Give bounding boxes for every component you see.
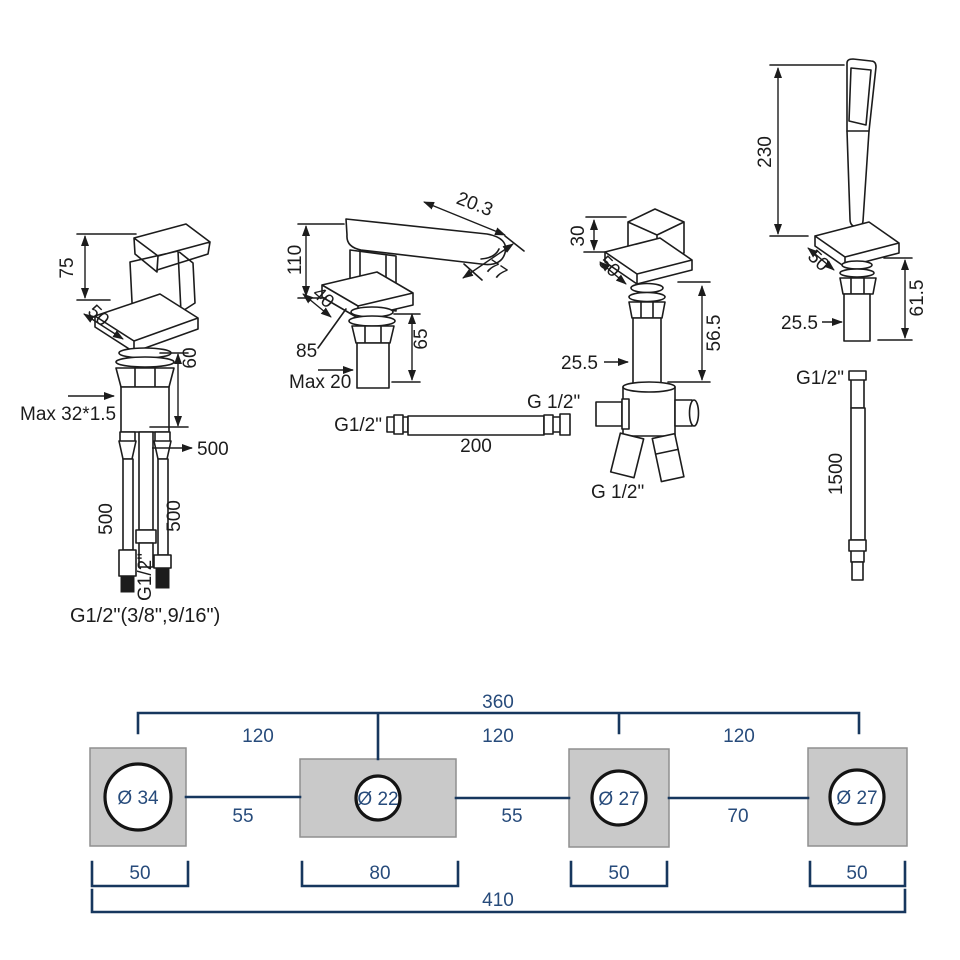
spout-locknut [351, 325, 395, 344]
valve-shank-label: 60 [180, 347, 201, 368]
diverter-shank-dia-label: 25.5 [561, 353, 598, 374]
handshower-height-label: 230 [755, 136, 776, 168]
diverter-dimension-lines [583, 216, 711, 383]
mount-hole-1 [103, 762, 173, 832]
hole-diameter-label-3: Ø 27 [598, 789, 639, 810]
diverter-outlet-conn-label: G 1/2" [591, 482, 644, 503]
valve-drawing: 75 50 60 Max 32*1.5 500 500 G1/2" 500 G1… [20, 223, 229, 627]
base-width-label-3: 50 [608, 863, 629, 884]
layout-gap-label-2: 55 [501, 806, 522, 827]
layout-gap-label-1: 55 [232, 806, 253, 827]
diverter-outlet-threaded [609, 432, 645, 479]
handshower-dimension-lines [769, 64, 913, 341]
valve-hose-mid-conn-label: G1/2" [135, 553, 156, 601]
layout-overall-label: 410 [482, 890, 514, 911]
layout-gap-label-3: 70 [727, 806, 748, 827]
valve-connections-note: G1/2"(3/8",9/16") [70, 605, 220, 627]
diverter-drawing: 30 50 56.5 25.5 G 1/2" [561, 208, 725, 503]
diverter-inlet-port [595, 401, 623, 427]
base-width-label-2: 80 [369, 863, 390, 884]
hole-diameter-label-1: Ø 34 [117, 788, 159, 809]
diverter-locknut [628, 301, 666, 319]
spout-height-label: 110 [285, 245, 306, 275]
diverter-outlet-plain [651, 432, 685, 483]
spout-threaded-shank [356, 342, 390, 389]
mount-hole-2 [354, 774, 402, 822]
layout-overall-bracket [90, 888, 907, 914]
valve-locknut [115, 367, 175, 388]
handshower-hose-conn-label: G1/2" [796, 368, 844, 389]
handshower-shank-dia-label: 25.5 [781, 313, 818, 334]
spout-dimension-lines [297, 201, 525, 383]
handshower-hose [848, 370, 867, 581]
mount-hole-3 [590, 769, 648, 827]
valve-dimension-lines [68, 233, 193, 452]
hole-diameter-label-4: Ø 27 [836, 788, 877, 809]
diverter-knob-height-label: 30 [568, 225, 589, 246]
layout-spacing-label-2: 120 [482, 726, 514, 747]
layout-base-width-brackets [90, 860, 907, 888]
base-width-label-4: 50 [846, 863, 867, 884]
mounting-layout-diagram: 360 120 120 120 55 55 70 Ø 34 Ø 22 Ø 27 … [89, 692, 908, 914]
handshower-drawing: 230 50 61.5 25.5 G1/2" 1500 [755, 58, 928, 581]
layout-gap-lines [184, 795, 810, 800]
handshower-threaded-shank [843, 293, 871, 342]
valve-hose-left-length-label: 500 [96, 503, 117, 535]
base-width-label-1: 50 [129, 863, 150, 884]
handshower-hose-length-label: 1500 [826, 453, 847, 495]
spout-hose-conn-right-label: G 1/2" [527, 392, 580, 413]
layout-spacing-label-3: 120 [723, 726, 755, 747]
valve-threaded-shank [120, 386, 170, 433]
layout-spacing-label-1: 120 [242, 726, 274, 747]
spout-hose-conn-left-label: G1/2" [334, 415, 382, 436]
handshower-spray-face [848, 67, 872, 126]
spout-shank-label: 65 [411, 328, 432, 349]
hole-diameter-label-2: Ø 22 [357, 789, 398, 810]
valve-max-thread-note: Max 32*1.5 [20, 404, 116, 425]
spout-connector-hose [386, 413, 571, 436]
valve-hose-length-leader-label: 500 [197, 439, 229, 460]
spout-drawing: 110 20.3 77 40 85 65 Max 20 G1/2" G 1/2"… [285, 188, 580, 457]
valve-hose-right-length-label: 500 [164, 500, 185, 532]
handshower-locknut [839, 277, 877, 295]
layout-span-dimension [136, 711, 861, 761]
diverter-body [595, 381, 700, 483]
spout-plate-length-label: 85 [296, 341, 317, 362]
valve-supply-hoses [118, 431, 172, 593]
valve-height-label: 75 [57, 257, 78, 278]
diverter-threaded-shank [632, 317, 662, 385]
spout-max-deck-note: Max 20 [289, 372, 351, 393]
mount-hole-4 [828, 768, 886, 826]
diverter-shank-label: 56.5 [704, 315, 725, 352]
handshower-shank-label: 61.5 [907, 280, 928, 317]
spout-hose-length-label: 200 [460, 436, 492, 457]
valve-shower-hose [138, 431, 154, 531]
layout-span-label: 360 [482, 692, 514, 713]
